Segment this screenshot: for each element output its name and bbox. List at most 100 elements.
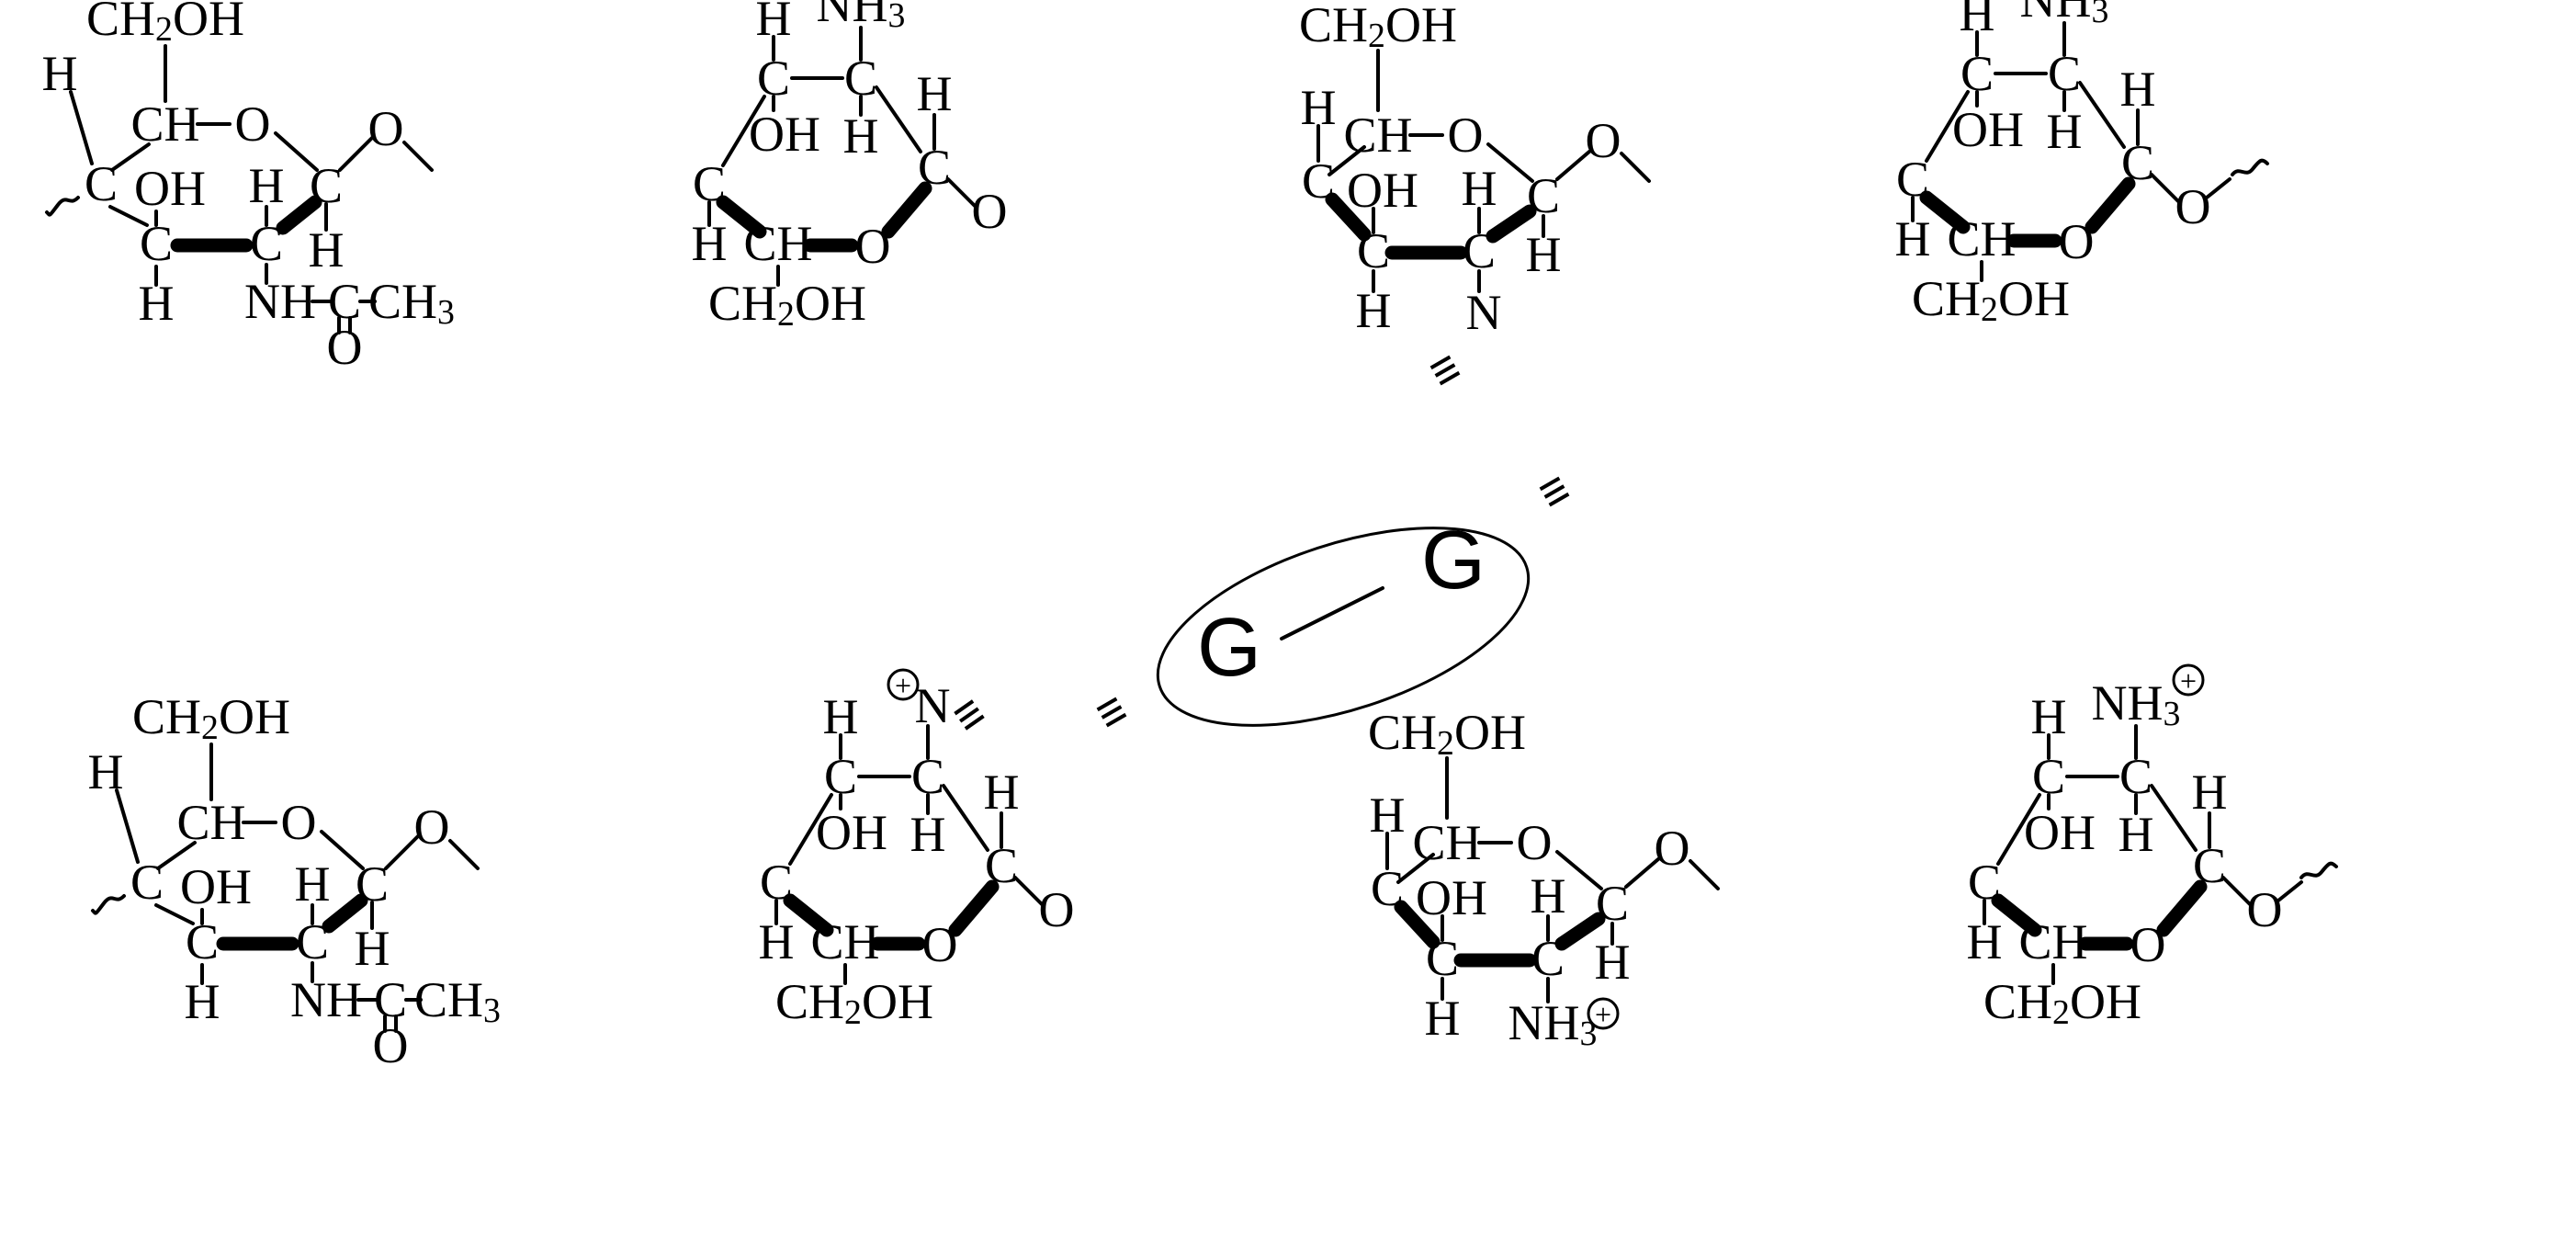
ch2oh-label: CH2OH [708, 276, 866, 334]
positive-charge-sign: + [1595, 998, 1611, 1031]
glycosidic-oxygen-label: O [2175, 179, 2211, 234]
carbonyl-oxygen-label: O [327, 320, 363, 375]
ring-oxygen-label: O [855, 219, 891, 274]
hydrogen-label: H [1895, 211, 1931, 266]
ammonium-label: NH3 [2092, 675, 2181, 733]
hydrogen-label: H [139, 276, 175, 331]
ring-bond [276, 195, 322, 235]
crosslink-bond-icon [1096, 697, 1127, 728]
wavy-chain-start [45, 196, 80, 217]
positive-charge-sign: + [895, 669, 911, 702]
ammonium-label: NH3 [2020, 0, 2109, 30]
glycosidic-oxygen-label: O [1586, 113, 1621, 168]
hydroxyl-label: OH [1416, 870, 1487, 925]
bond [338, 136, 374, 172]
bond [2205, 177, 2231, 199]
ring-bond [322, 893, 368, 934]
carbon-label: C [1527, 168, 1560, 223]
ch2oh-label: CH2OH [86, 0, 244, 49]
hydroxyl-label: OH [2024, 805, 2096, 860]
ch2oh-label: CH2OH [1368, 705, 1526, 763]
crosslink-hash [1105, 712, 1127, 728]
bond [875, 85, 922, 153]
hydrogen-label: H [1526, 227, 1562, 282]
bond [1328, 145, 1366, 176]
bond [448, 839, 480, 870]
crosslink-hash [1429, 355, 1452, 370]
hydrogen-label: H [2192, 765, 2228, 820]
ring-oxygen-label: O [922, 917, 958, 972]
carbon-label: C [824, 749, 857, 804]
hydrogen-label: H [2031, 689, 2067, 744]
glycosidic-oxygen-label: O [1655, 821, 1690, 876]
amide-nh-label: NH [244, 274, 316, 329]
positive-charge-icon [887, 668, 920, 701]
carbon-label: C [130, 855, 164, 910]
crosslink-hash [1439, 370, 1461, 386]
wavy-chain-end [2299, 861, 2338, 879]
ring-oxygen-label: O [281, 795, 317, 850]
hydrogen-label: H [2118, 807, 2154, 862]
carbon-label: C [1896, 152, 1929, 207]
carbon-label: C [186, 914, 219, 969]
crosslinker-right-g: G [1421, 515, 1486, 606]
bond [1925, 90, 1970, 163]
ring-bond [1919, 190, 1971, 234]
crosslink-hash [1096, 697, 1118, 712]
carbon-label: C [1596, 876, 1629, 931]
hydrogen-label: H [309, 222, 345, 278]
crosslinker-left-g: G [1197, 602, 1261, 694]
bond [1013, 876, 1045, 907]
bond [1689, 859, 1720, 890]
bond [946, 177, 977, 209]
carbon-label: C [760, 855, 793, 910]
bond [1996, 793, 2041, 866]
ring-bond [881, 181, 932, 239]
bonds-layer [45, 21, 2338, 1033]
crosslink-hash [1434, 363, 1456, 378]
hydroxyl-label: OH [1347, 163, 1418, 218]
ring-oxygen-label: O [2059, 214, 2095, 269]
bond [384, 834, 420, 870]
carbonyl-oxygen-label: O [373, 1018, 409, 1073]
bond [1486, 142, 1534, 183]
wavy-chain-end [2231, 158, 2269, 176]
crosslinker-ellipse [1156, 527, 1531, 727]
hydrogen-label: H [843, 108, 879, 164]
bond [69, 90, 94, 165]
glycosidic-oxygen-label: O [1039, 882, 1075, 937]
carbon-label: C [85, 156, 118, 211]
hydrogen-label: H [42, 46, 78, 101]
bond [788, 793, 833, 866]
crosslink-hash [1548, 492, 1570, 507]
ring-bond [1486, 204, 1537, 244]
crosslink-hash [1543, 484, 1565, 499]
bond [721, 95, 766, 167]
ring-oxygen-label: O [235, 96, 271, 152]
hydrogen-label: H [917, 66, 953, 121]
carbon-label: C [2193, 838, 2226, 893]
crosslink-bond-icon [1539, 476, 1570, 507]
hydrogen-label: H [1960, 0, 1995, 41]
hydrogen-label: H [823, 689, 859, 744]
carbon-label: C [2032, 749, 2065, 804]
bond [2150, 173, 2181, 204]
ring-ch-label: CH [176, 795, 245, 850]
hydrogen-label: H [692, 216, 728, 271]
hydroxyl-label: OH [1952, 102, 2024, 157]
carbon-label: C [918, 140, 951, 195]
bond [156, 841, 197, 870]
bond [110, 142, 151, 172]
carbon-label: C [1960, 46, 1994, 101]
ring-bond [783, 893, 834, 937]
carbon-label: C [1463, 223, 1496, 278]
hydroxyl-label: OH [816, 805, 887, 860]
ring-oxygen-label: O [1448, 108, 1484, 163]
ring-bond [948, 879, 1000, 937]
carbon-label: C [310, 158, 343, 213]
imine-nitrogen-label: N [1466, 285, 1502, 340]
carbonyl-carbon-label: C [328, 274, 361, 329]
ring-bond [716, 195, 767, 239]
ring-ch-label: CH [810, 914, 879, 969]
